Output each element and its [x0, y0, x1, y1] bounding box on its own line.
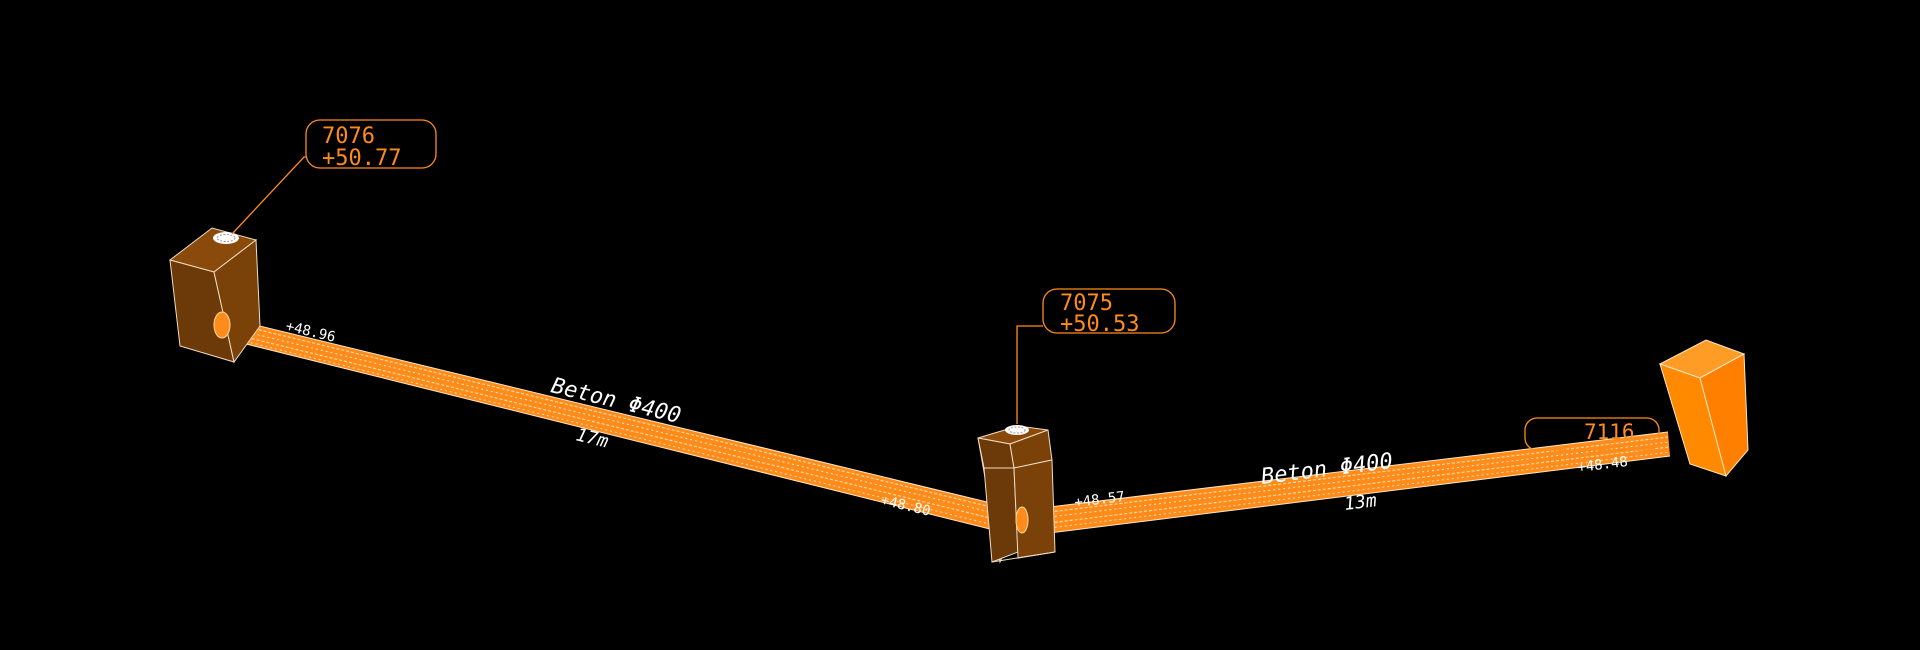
pipe-segment-2[interactable]	[1024, 431, 1671, 537]
pipe-annotations: Beton Φ400 17m +48.96 +48.80 Beton Φ400 …	[284, 318, 1629, 519]
manhole-elevation-label: +50.53	[1060, 312, 1139, 337]
pipe-2-invert-end: +48.48	[1577, 454, 1629, 476]
manhole-id-label: 7116	[1584, 420, 1635, 444]
label-box-7116[interactable]: 7116	[1524, 417, 1660, 451]
manhole-elevation-label: +50.77	[322, 146, 401, 171]
manhole-id-label: 7076	[322, 124, 375, 149]
pipe-2-length-label: 13m	[1343, 490, 1378, 515]
manhole-7076[interactable]	[168, 227, 261, 364]
leader-7076	[231, 156, 310, 235]
manhole-cover-icon	[213, 232, 239, 244]
pipe-2-invert-start: +48.57	[1074, 489, 1126, 511]
pipe-segment-1[interactable]	[205, 313, 1021, 537]
manhole-7075[interactable]	[977, 425, 1056, 564]
label-box-7075[interactable]: 7075 +50.53	[1042, 288, 1176, 337]
label-box-7076[interactable]: 7076 +50.77	[305, 119, 437, 171]
manhole-id-label: 7075	[1060, 291, 1113, 316]
manhole-7116[interactable]	[1658, 339, 1749, 478]
leader-7075	[1016, 325, 1043, 424]
leader-lines	[231, 156, 1043, 424]
